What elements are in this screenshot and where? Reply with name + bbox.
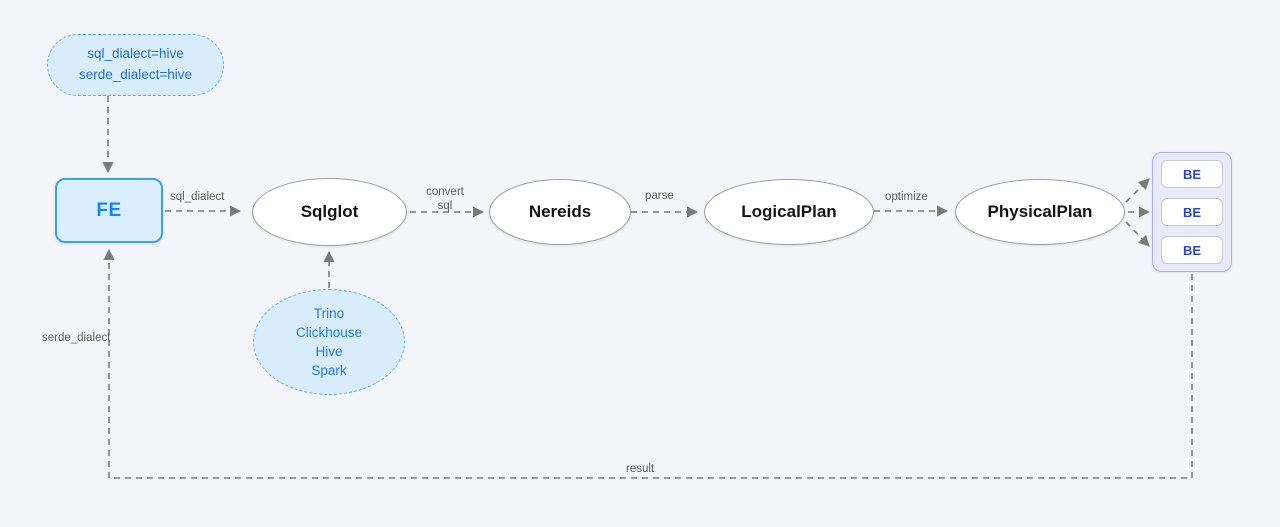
dialect-item-hive: Hive <box>315 344 343 359</box>
dialect-list: Trino Clickhouse Hive Spark <box>253 289 405 395</box>
edge-label-optimize: optimize <box>885 191 928 203</box>
edge-label-serde-dialect: serde_dialect <box>42 332 111 344</box>
be-group: BE BE BE <box>1152 152 1232 272</box>
edge-label-result: result <box>626 463 655 475</box>
config-line-sql-dialect: sql_dialect=hive <box>87 46 184 62</box>
dialect-item-spark: Spark <box>311 363 347 379</box>
edge-result-to-fe <box>103 248 1193 479</box>
be-item-1[interactable]: BE <box>1161 160 1223 188</box>
sqlglot-label: Sqlglot <box>300 202 359 221</box>
be-item-2[interactable]: BE <box>1161 198 1223 226</box>
edge-label-parse: parse <box>645 190 674 202</box>
config-line-serde-dialect: serde_dialect=hive <box>79 67 192 82</box>
logical-plan-node[interactable]: LogicalPlan <box>704 179 874 245</box>
nereids-label: Nereids <box>528 202 592 221</box>
edge-physical-to-be-1 <box>1125 178 1150 203</box>
edge-physical-to-be-3 <box>1125 221 1150 247</box>
fe-node[interactable]: FE <box>55 178 163 243</box>
be-item-3-label: BE <box>1182 242 1202 258</box>
fe-label: FE <box>96 199 122 221</box>
edge-label-convert-sql: convert sql <box>422 185 468 214</box>
edge-label-sql-dialect: sql_dialect <box>170 191 225 203</box>
dialect-item-trino: Trino <box>313 305 345 321</box>
be-item-2-label: BE <box>1182 204 1202 220</box>
nereids-node[interactable]: Nereids <box>489 179 631 245</box>
dialect-item-clickhouse: Clickhouse <box>295 324 363 340</box>
edge-label-sql: sql <box>437 200 453 213</box>
physical-plan-label: PhysicalPlan <box>987 202 1093 221</box>
logical-plan-label: LogicalPlan <box>741 202 837 221</box>
config-pill: sql_dialect=hive serde_dialect=hive <box>47 34 224 96</box>
be-item-1-label: BE <box>1182 166 1202 182</box>
sqlglot-node[interactable]: Sqlglot <box>252 178 407 246</box>
physical-plan-node[interactable]: PhysicalPlan <box>955 179 1125 245</box>
be-item-3[interactable]: BE <box>1161 236 1223 264</box>
edge-label-convert: convert <box>426 186 464 198</box>
